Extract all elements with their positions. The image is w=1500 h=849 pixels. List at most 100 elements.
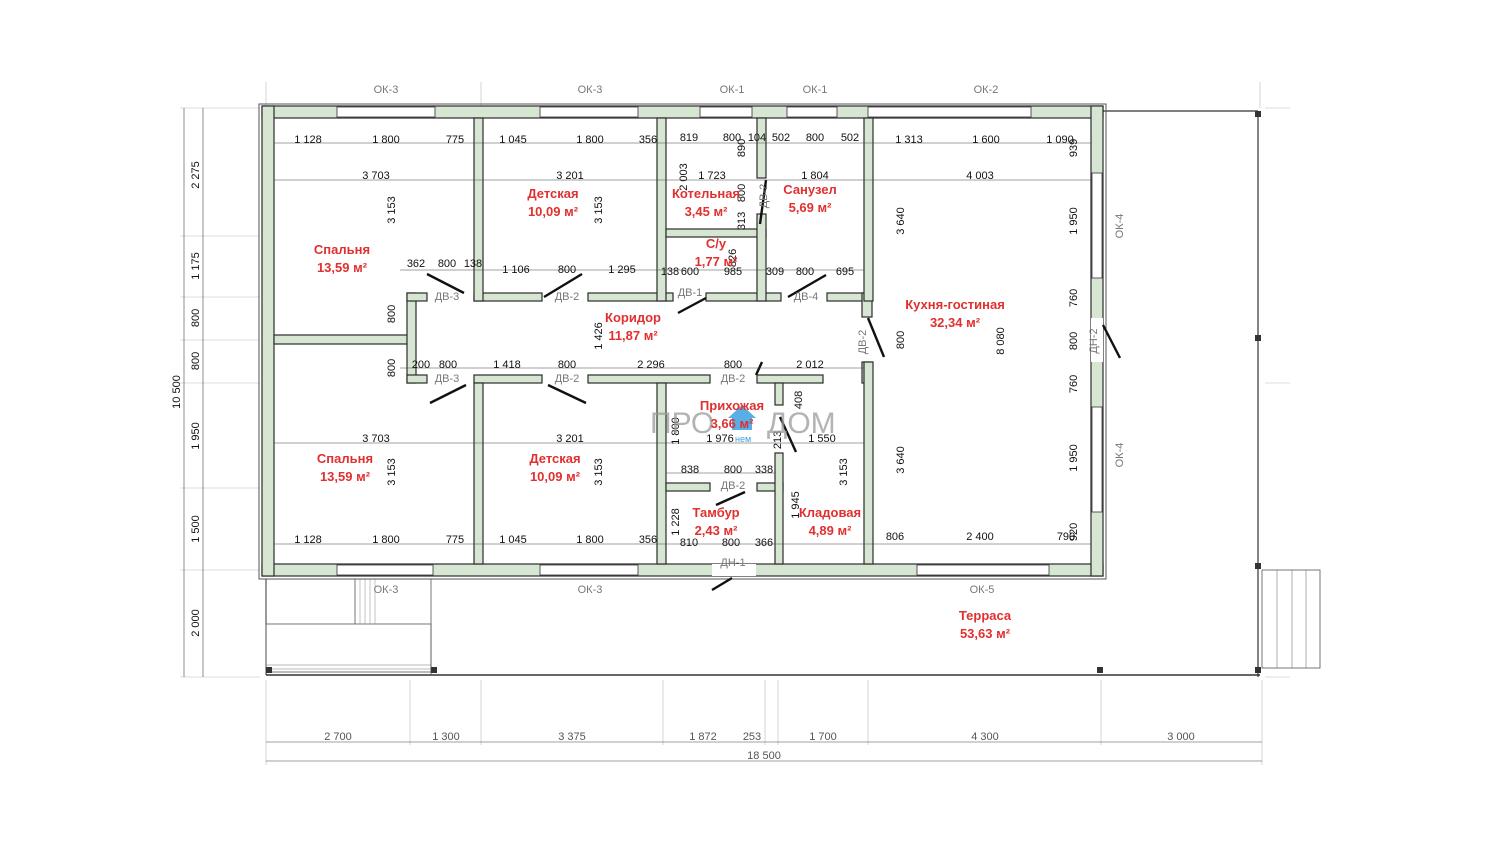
dim-bot-5: 356 (639, 534, 657, 546)
dim-top-13: 1 600 (972, 134, 1000, 146)
dim-v-21: 408 (793, 391, 805, 409)
dim-midtop-6: 138 (661, 266, 679, 278)
room-kid2-name: Детская (529, 451, 580, 466)
dim-top-4: 1 800 (576, 134, 604, 146)
door-tag-5: ДВ-3 (435, 373, 460, 385)
bottom-dimension-chain: 2 700 1 300 3 375 1 872 253 1 700 4 300 … (266, 731, 1262, 762)
dims-row-5: 3 703 3 201 1 976 1 550 (362, 433, 836, 445)
window-bottom-3: ОК-5 (970, 584, 995, 596)
dim-top-3: 1 045 (499, 134, 527, 146)
dim-bottom-0: 2 700 (324, 731, 352, 743)
dim-midtop-5: 1 295 (608, 264, 636, 276)
dim-left-6: 2 000 (190, 609, 202, 637)
room-bath-name: Санузел (783, 182, 836, 197)
window-bottom-0: ОК-3 (374, 584, 399, 596)
logo-text-right: ДОМ (767, 407, 836, 440)
dim-midtop-2: 138 (464, 258, 482, 270)
dim-v-5: 826 (727, 249, 739, 267)
internal-dimension-lines (274, 142, 1091, 545)
dim-row6-0: 838 (681, 464, 699, 476)
dim-bottom-6: 4 300 (971, 731, 999, 743)
room-bath-area: 5,69 м² (789, 200, 833, 215)
room-wc-area: 1,77 м² (695, 254, 739, 269)
dim-v-12: 1 426 (593, 322, 605, 350)
dim-midtop-1: 800 (438, 258, 456, 270)
dim-bottom-3: 1 872 (689, 731, 717, 743)
dims-row-6: 838 800 338 (681, 464, 773, 476)
house-icon (728, 405, 756, 430)
door-tag-0: ДВ-3 (435, 291, 460, 303)
room-bed2-name: Спальня (317, 451, 373, 466)
dim-midtop-10: 800 (796, 266, 814, 278)
window-labels-right: ОК-4 ДН-2 ОК-4 (1088, 214, 1126, 468)
window-labels-bottom: ОК-3 ОК-3 ДН-1 ОК-5 (374, 557, 995, 596)
room-kitchen-area: 32,34 м² (930, 315, 981, 330)
dim-bottom-5: 1 700 (809, 731, 837, 743)
dim-v-25: 3 153 (838, 458, 850, 486)
dim-row2-0: 3 703 (362, 170, 390, 182)
dims-mid-top-row: 362 800 138 1 106 800 1 295 138 600 985 … (407, 258, 854, 278)
dim-row2-3: 1 804 (801, 170, 829, 182)
dim-bot-0: 1 128 (294, 534, 322, 546)
dim-bottom-4: 253 (743, 731, 761, 743)
dim-left-0: 2 275 (190, 161, 202, 189)
dim-total-height: 10 500 (171, 375, 183, 409)
dim-v-3: 800 (736, 184, 748, 202)
dim-row5-3: 1 550 (808, 433, 836, 445)
dim-v-9: 1 950 (1068, 207, 1080, 235)
dim-row5-0: 3 703 (362, 433, 390, 445)
dim-v-1: 3 153 (593, 196, 605, 224)
dim-top-0: 1 128 (294, 134, 322, 146)
room-corr-area: 11,87 м² (608, 328, 658, 343)
dim-v-27: 1 950 (1068, 444, 1080, 472)
dim-top-5: 356 (639, 134, 657, 146)
window-bottom-1: ОК-3 (578, 584, 603, 596)
dim-midtop-8: 985 (724, 266, 742, 278)
dim-v-16: 800 (1068, 332, 1080, 350)
door-tag-3: ДВ-4 (794, 291, 819, 303)
terrace-outline (265, 110, 1321, 677)
room-hall-name: Прихожая (700, 398, 764, 413)
room-labels: Спальня 13,59 м² Детская 10,09 м² Котель… (314, 182, 1012, 641)
window-top-4: ОК-2 (974, 84, 999, 96)
dim-midbot-0: 200 (412, 359, 430, 371)
window-right-1: ДН-2 (1088, 328, 1100, 353)
dim-v-26: 1 228 (670, 508, 682, 536)
logo-watermark: ПРО ДОМ нем (650, 405, 836, 444)
dim-midbot-4: 2 296 (637, 359, 665, 371)
dim-midbot-3: 800 (558, 359, 576, 371)
dim-left-1: 1 175 (190, 252, 202, 280)
window-right-0: ОК-4 (1114, 214, 1126, 239)
window-top-2: ОК-1 (720, 84, 745, 96)
dim-v-11: 939 (1068, 139, 1080, 157)
door-tag-8: ДВ-2 (721, 480, 746, 492)
dim-top-6: 819 (680, 132, 698, 144)
room-pantry-name: Кладовая (799, 505, 861, 520)
dim-midbot-2: 1 418 (493, 359, 521, 371)
room-boiler-area: 3,45 м² (685, 204, 729, 219)
dim-bot-9: 806 (886, 531, 904, 543)
dim-row5-1: 3 201 (556, 433, 584, 445)
dim-row6-2: 338 (755, 464, 773, 476)
left-dimension-chain: 2 275 1 175 800 800 1 950 1 500 2 000 10… (171, 108, 204, 677)
dim-bottom-1: 1 300 (432, 731, 460, 743)
dim-left-3: 800 (190, 352, 202, 370)
dim-row2-1: 3 201 (556, 170, 584, 182)
dim-v-15: 760 (1068, 289, 1080, 307)
dim-bot-7: 800 (722, 537, 740, 549)
dim-midtop-4: 800 (558, 264, 576, 276)
logo-text-left: ПРО (650, 407, 714, 440)
dim-v-10: 800 (895, 331, 907, 349)
dim-bot-3: 1 045 (499, 534, 527, 546)
dim-bot-11: 790 (1057, 531, 1075, 543)
dim-row2-4: 4 003 (966, 170, 994, 182)
grid-lines (180, 82, 1290, 765)
room-vest-name: Тамбур (692, 505, 739, 520)
dim-v-7: 800 (386, 305, 398, 323)
dim-v-4: 313 (736, 212, 748, 230)
dim-top-2: 775 (446, 134, 464, 146)
dim-midtop-3: 1 106 (502, 264, 530, 276)
window-bottom-2: ДН-1 (720, 557, 745, 569)
dims-vertical: 3 153 3 153 2 003 800 313 826 890 800 3 … (386, 139, 1080, 541)
